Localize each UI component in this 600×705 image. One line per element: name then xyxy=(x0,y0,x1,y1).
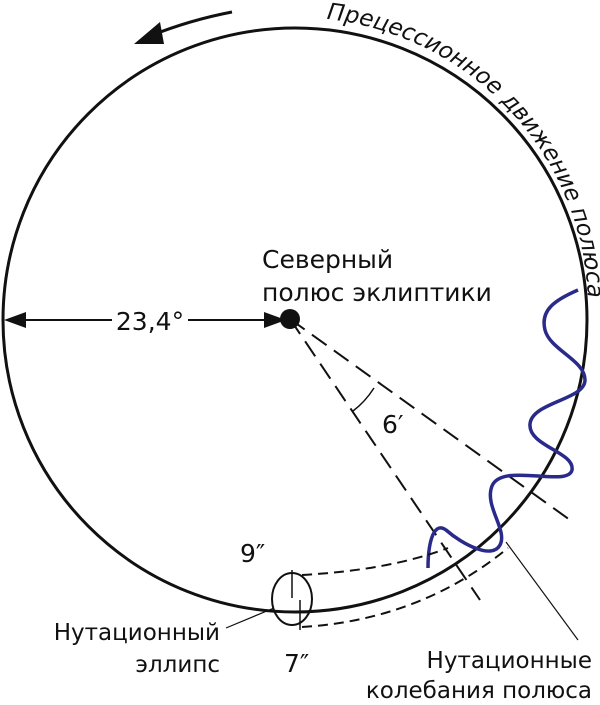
small-angle-label: 6′ xyxy=(382,410,404,439)
dashed-arc-upper xyxy=(301,547,449,576)
nutation-wave xyxy=(426,288,587,569)
precession-circle xyxy=(1,26,589,614)
radius-arrowhead-left xyxy=(4,312,26,328)
nutation-oscillation-label-line2: колебания полюса xyxy=(366,678,592,704)
nutation-ellipse-label-line1: Нутационный xyxy=(54,620,220,646)
nutation-oscillation-leader xyxy=(505,541,579,641)
precession-direction-arrow xyxy=(149,10,233,38)
nutation-oscillation-label-line1: Нутационные xyxy=(427,648,592,674)
radius-arrowhead-right xyxy=(264,312,286,328)
dashed-radial-line-2 xyxy=(289,318,571,521)
ellipse-minor-label: 7″ xyxy=(284,649,309,678)
small-angle-arc xyxy=(352,387,375,412)
north-pole-label-line1: Северный xyxy=(262,245,393,274)
north-pole-label-line2: полюс эклиптики xyxy=(262,278,492,307)
dashed-arc-lower xyxy=(301,547,509,628)
precession-arrowhead xyxy=(134,22,164,44)
nutation-ellipse-label-line2: эллипс xyxy=(135,652,220,678)
radius-angle-label: 23,4° xyxy=(116,307,184,336)
ellipse-major-label: 9″ xyxy=(240,539,265,568)
dashed-radial-line-1 xyxy=(289,318,481,601)
nutation-ellipse-leader xyxy=(225,607,275,629)
